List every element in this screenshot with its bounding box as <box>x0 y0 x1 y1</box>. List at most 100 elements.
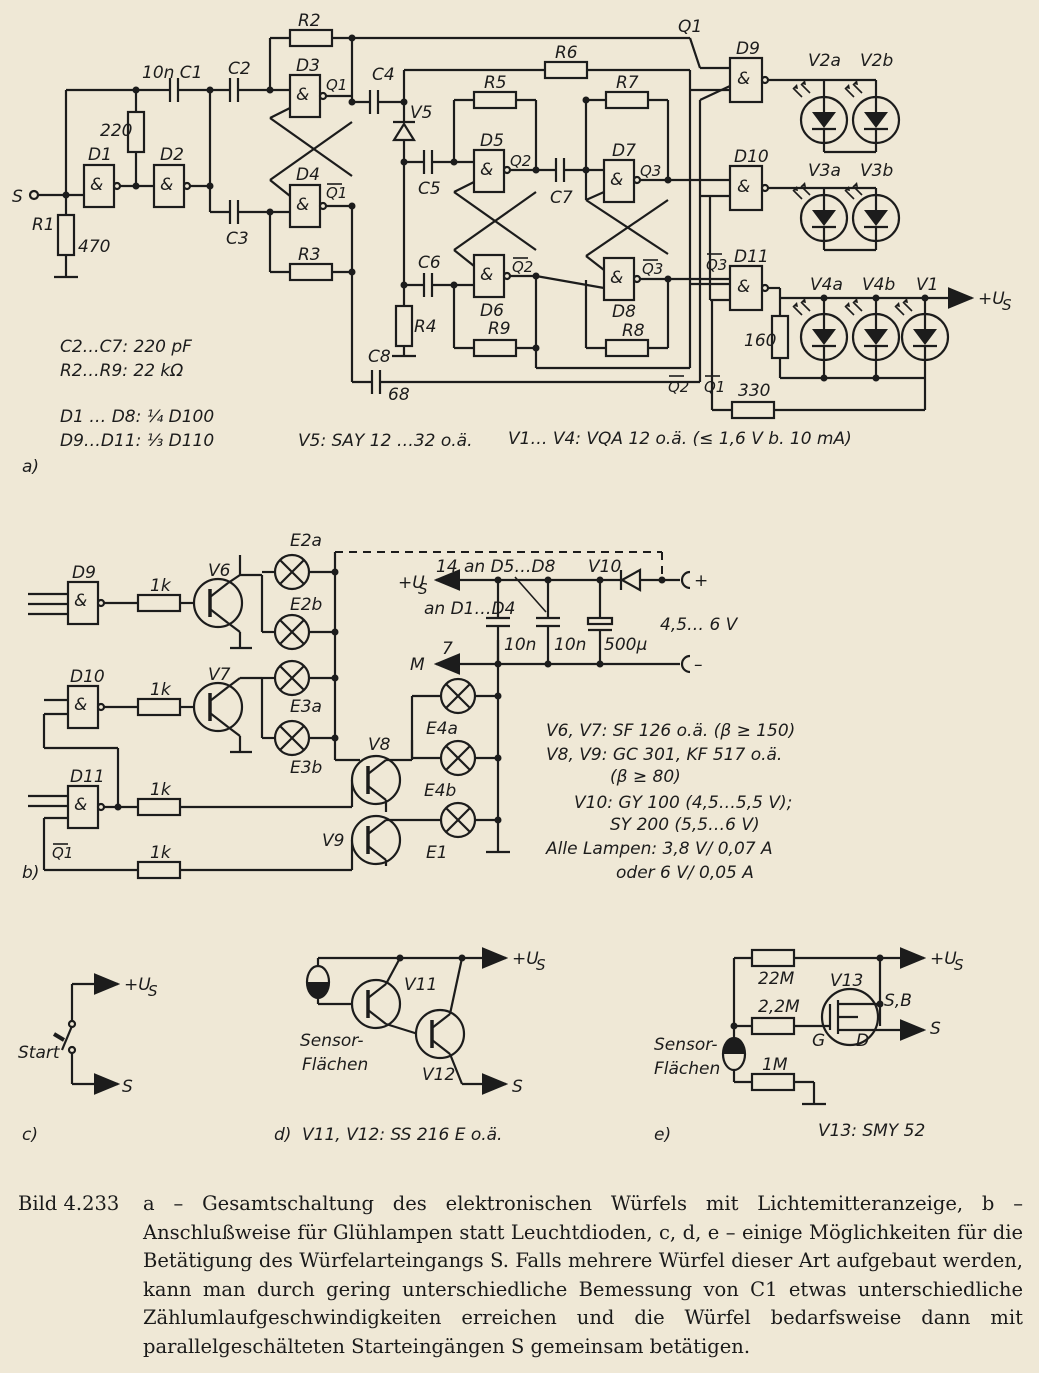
panel-label-d: d) <box>274 1125 291 1145</box>
panel-label-a: a) <box>22 457 39 477</box>
label-s-input: S <box>12 187 23 207</box>
led-v1 <box>900 312 950 362</box>
lamp-e2b <box>273 613 311 651</box>
label-q1: Q1 <box>326 76 347 94</box>
transistor-v12 <box>414 1008 466 1060</box>
transistor-v8 <box>350 754 402 806</box>
resistor-r5 <box>472 90 518 110</box>
label-e2b: E2b <box>290 595 322 615</box>
note-d: V11, V12: SS 216 E o.ä. <box>302 1125 502 1145</box>
label-pin14: 14 <box>436 557 458 577</box>
label-g: G <box>812 1031 825 1051</box>
panel-e: 22M +U S 2,2M V13 S,B S G D 1M <box>654 947 964 1145</box>
resistor-b-1k-3 <box>136 797 182 817</box>
gate-b-d9 <box>66 580 100 626</box>
circuit-schematic: S R1 470 & D1 220 & D2 10n C1 <box>12 11 1012 1145</box>
label-c3: C3 <box>226 229 249 249</box>
label-q2bar: Q2 <box>512 258 533 276</box>
label-r160: 160 <box>744 331 776 351</box>
label-r-220: 220 <box>100 121 132 141</box>
panel-c: +U S S Start c) <box>18 973 158 1145</box>
label-e3a: E3a <box>290 697 322 717</box>
label-v4b: V4b <box>862 275 895 295</box>
label-c2: C2 <box>228 59 251 79</box>
label-d1: D1 <box>88 145 112 165</box>
label-22m: 22M <box>758 969 795 989</box>
label-v12: V12 <box>422 1065 455 1085</box>
label-q2: Q2 <box>510 152 531 170</box>
label-r9: R9 <box>488 319 511 339</box>
label-pin7: 7 <box>442 639 453 659</box>
note-e: V13: SMY 52 <box>818 1121 925 1141</box>
label-voltage: 4,5… 6 V <box>660 615 739 635</box>
lamp-e4a <box>439 677 477 715</box>
label-b-us-sub: S <box>418 580 428 598</box>
label-v11: V11 <box>404 975 437 995</box>
label-c500: 500µ <box>604 635 647 655</box>
resistor-r6 <box>543 60 589 80</box>
label-v9: V9 <box>322 831 344 851</box>
gate-d7 <box>602 158 636 204</box>
note-b-v6-v7: V6, V7: SF 126 o.ä. (β ≥ 150) <box>546 721 795 741</box>
label-e2a: E2a <box>290 531 322 551</box>
gate-d6-symbol: & <box>480 265 493 285</box>
gate-d5-symbol: & <box>480 160 493 180</box>
label-b-q1bar: Q1 <box>52 844 73 862</box>
label-d-us-sub: S <box>536 956 546 974</box>
label-v5: V5 <box>410 103 432 123</box>
note-c2-c7: C2…C7: 220 pF <box>60 337 192 357</box>
label-an-d1-d4: an D1…D4 <box>424 599 515 619</box>
label-d-s: S <box>512 1077 523 1097</box>
gate-d11-symbol: & <box>737 277 750 297</box>
label-d2: D2 <box>160 145 184 165</box>
label-v2a: V2a <box>808 51 841 71</box>
label-e4b: E4b <box>424 781 456 801</box>
resistor-r3 <box>288 262 334 282</box>
led-v2b <box>851 95 901 145</box>
panel-label-e: e) <box>654 1125 671 1145</box>
label-b-us: +U <box>398 573 425 593</box>
gate-d1-symbol: & <box>90 175 103 195</box>
label-d-terminal: D <box>856 1031 869 1051</box>
label-r4: R4 <box>414 317 437 337</box>
gate-d4-symbol: & <box>296 195 309 215</box>
label-c6: C6 <box>418 253 441 273</box>
resistor-r9 <box>472 338 518 358</box>
label-m: M <box>410 655 425 675</box>
label-d10: D10 <box>734 147 769 167</box>
label-1m: 1M <box>762 1055 788 1075</box>
caption-text: a – Gesamtschaltung des elektronischen W… <box>143 1192 1023 1358</box>
lamp-e1 <box>439 801 477 839</box>
led-v4a <box>799 312 849 362</box>
gate-d9-symbol: & <box>737 69 750 89</box>
label-plus: + <box>694 571 708 591</box>
label-s-b: S,B <box>884 991 912 1011</box>
note-b-lamps-alt: oder 6 V/ 0,05 A <box>616 863 754 883</box>
label-b-1k-4: 1k <box>150 843 172 863</box>
label-v10: V10 <box>588 557 621 577</box>
resistor-2m2 <box>750 1016 796 1036</box>
label-us-a-sub: S <box>1002 296 1012 314</box>
label-b-d10: D10 <box>70 667 105 687</box>
label-d11: D11 <box>734 247 769 267</box>
label-v6: V6 <box>208 561 231 581</box>
label-d-us: +U <box>512 949 539 969</box>
lamp-e2a <box>273 553 311 591</box>
label-c8: C8 <box>368 347 391 367</box>
label-b-d9: D9 <box>72 563 96 583</box>
label-v7: V7 <box>208 665 231 685</box>
label-b-1k-2: 1k <box>150 680 172 700</box>
lamp-e3a <box>273 659 311 697</box>
note-r2-r9: R2…R9: 22 kΩ <box>60 361 183 381</box>
resistor-b-1k-1 <box>136 593 182 613</box>
resistor-b-1k-4 <box>136 860 182 880</box>
label-b-d11: D11 <box>70 767 105 787</box>
label-d-sensor-2: Flächen <box>302 1055 368 1075</box>
panel-a: S R1 470 & D1 220 & D2 10n C1 <box>12 11 1012 477</box>
label-e4a: E4a <box>426 719 458 739</box>
resistor-r8 <box>604 338 650 358</box>
note-b-lamps: Alle Lampen: 3,8 V/ 0,07 A <box>545 839 773 859</box>
transistor-v9 <box>350 814 402 866</box>
label-e1: E1 <box>426 843 448 863</box>
